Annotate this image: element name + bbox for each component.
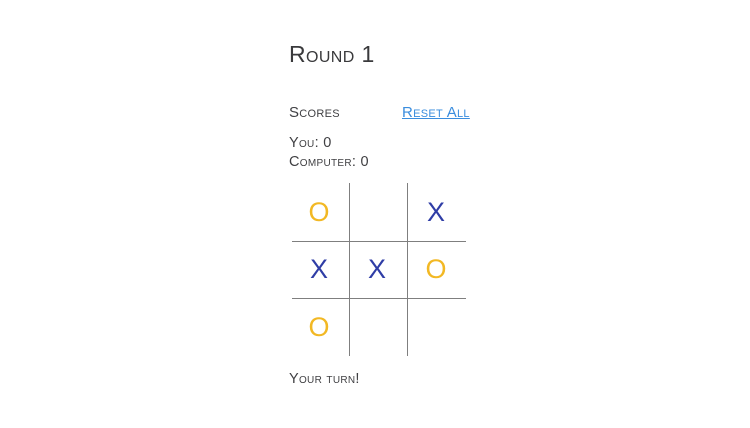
board-cells: O X X X O O — [290, 183, 466, 356]
grid-vertical-line-1 — [349, 183, 350, 356]
tic-tac-toe-board[interactable]: O X X X O O — [290, 183, 466, 356]
score-computer: Computer: 0 — [289, 154, 369, 170]
grid-horizontal-line-2 — [292, 298, 466, 299]
cell-mark: X — [367, 254, 386, 284]
score-values: You: 0 Computer: 0 — [289, 134, 369, 172]
board-cell-0-1[interactable] — [348, 183, 406, 241]
board-cell-2-0[interactable]: O — [290, 298, 348, 356]
cell-mark: O — [425, 254, 447, 284]
cell-mark: O — [308, 196, 330, 227]
cell-mark: X — [309, 254, 328, 284]
board-gridlines — [290, 183, 466, 356]
page-title: Round 1 — [289, 41, 375, 67]
reset-all-link[interactable]: Reset All — [402, 104, 470, 121]
status-message: Your turn! — [289, 371, 360, 387]
cell-mark: X — [426, 196, 445, 227]
board-cell-2-2[interactable] — [406, 298, 466, 356]
grid-vertical-line-2 — [407, 183, 408, 356]
scores-heading: Scores — [289, 104, 340, 121]
cell-mark: O — [308, 311, 330, 342]
board-cell-1-2[interactable]: O — [406, 241, 466, 298]
board-cell-2-1[interactable] — [348, 298, 406, 356]
scores-header-row: Scores Reset All — [289, 103, 470, 123]
grid-horizontal-line-1 — [292, 241, 466, 242]
board-cell-1-1[interactable]: X — [348, 241, 406, 298]
score-you: You: 0 — [289, 135, 332, 151]
board-cell-0-0[interactable]: O — [290, 183, 348, 241]
board-cell-0-2[interactable]: X — [406, 183, 466, 241]
board-cell-1-0[interactable]: X — [290, 241, 348, 298]
